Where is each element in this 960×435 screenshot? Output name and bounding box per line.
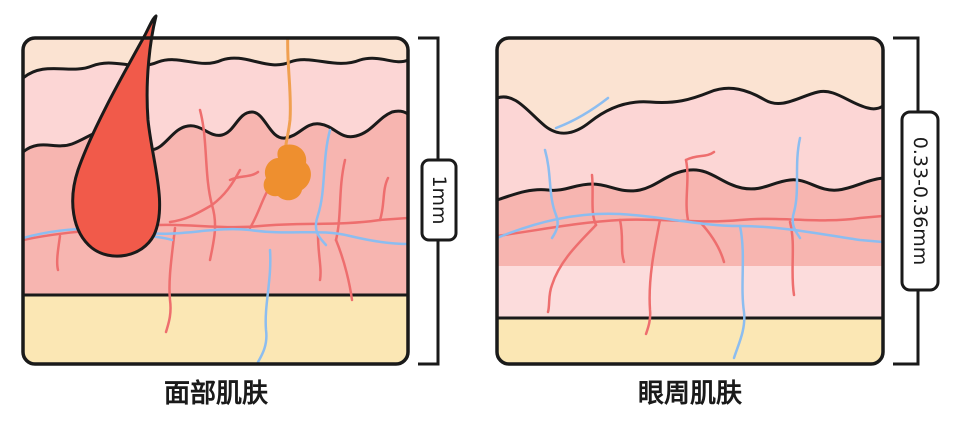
face-skin-panel (21, 14, 410, 366)
eye-thickness-badge (900, 110, 940, 292)
eye-thickness-bracket: 0.33-0.36mm (893, 36, 940, 366)
face-thickness-bracket: 1mm (418, 36, 458, 366)
eye-skin-panel (495, 36, 885, 366)
face-caption: 面部肌肤 (164, 379, 269, 409)
eye-thickness-label: 0.33-0.36mm (909, 137, 931, 265)
face-arteries (23, 108, 408, 334)
eye-veins (497, 96, 883, 360)
eye-lower-dermis-layer (497, 266, 883, 318)
eye-arteries (497, 150, 883, 336)
face-thickness-label: 1mm (428, 175, 450, 224)
eye-fat-layer (497, 318, 883, 364)
face-thickness-badge (420, 158, 458, 242)
face-sebaceous-gland (263, 144, 311, 201)
face-hair-follicle (71, 14, 162, 258)
eye-caption: 眼周肌肤 (638, 379, 743, 409)
face-fat-layer (23, 295, 408, 364)
